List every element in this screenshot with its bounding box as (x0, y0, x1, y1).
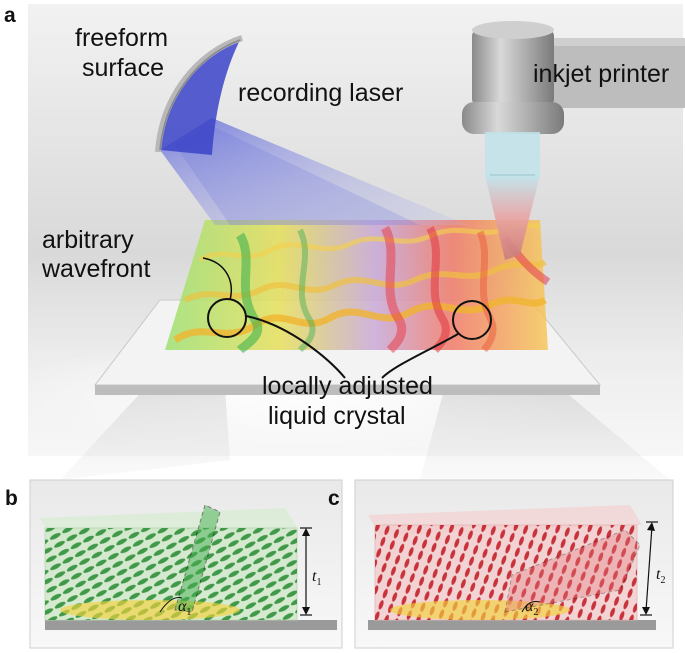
locally-adjusted-line1: locally adjusted (262, 372, 433, 400)
panel-c: c t2 α2 (328, 479, 674, 649)
recording-laser-beam (160, 118, 468, 225)
glass-substrate-edge (95, 385, 600, 395)
arbitrary-wavefront-line2: wavefront (41, 255, 150, 283)
angle-label-c: α2 (525, 598, 538, 618)
recording-laser-label: recording laser (238, 79, 403, 107)
panel-c-substrate (368, 620, 656, 630)
thickness-label-c: t2 (656, 566, 665, 586)
freeform-mirror-icon (155, 35, 243, 155)
panel-a: a freeform surface recording laser inkje… (0, 4, 685, 480)
panel-b-letter: b (5, 487, 18, 510)
freeform-label-line1: freeform (75, 24, 168, 52)
panel-b-substrate (45, 620, 337, 630)
locally-adjusted-line2: liquid crystal (268, 402, 406, 430)
inkjet-printer-label: inkjet printer (533, 60, 669, 88)
thickness-label-b: t1 (312, 568, 321, 588)
freeform-label-line2: surface (82, 54, 164, 82)
angle-label-b: α1 (178, 598, 191, 618)
circle-marker-icon (202, 257, 492, 379)
arbitrary-wavefront-line1: arbitrary (42, 226, 134, 254)
thickness-marker-c (640, 521, 658, 616)
panel-a-letter: a (4, 4, 16, 27)
panel-c-letter: c (328, 487, 340, 510)
lc-film (165, 220, 551, 354)
thickness-marker-b (300, 527, 312, 616)
panel-b: b t1 α1 (5, 479, 343, 649)
inkjet-nozzle-icon (462, 21, 685, 260)
